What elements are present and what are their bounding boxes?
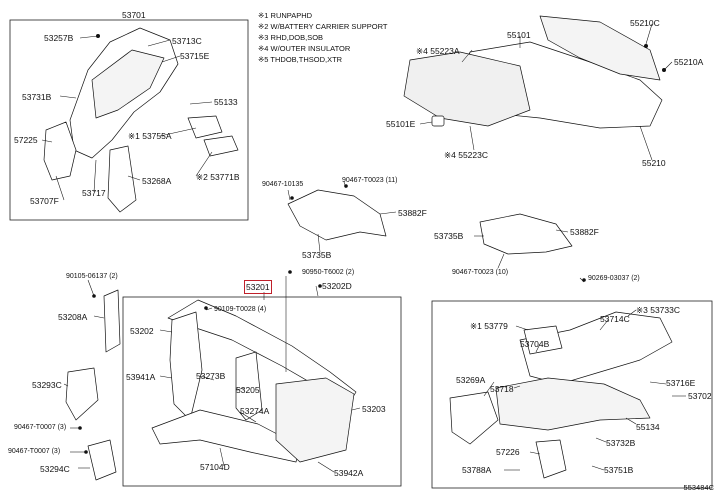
part-label-53732b[interactable]: 53732B <box>606 438 636 448</box>
part-label-55210[interactable]: 55210 <box>642 158 666 168</box>
part-label-53788a[interactable]: 53788A <box>462 465 492 475</box>
part-label-53715e[interactable]: 53715E <box>180 51 210 61</box>
part-label-55210c[interactable]: 55210C <box>630 18 660 28</box>
frame-top-left <box>9 19 249 221</box>
part-label-53882f[interactable]: 53882F <box>570 227 599 237</box>
part-label-57225[interactable]: 57225 <box>14 135 38 145</box>
part-label-90467-10135[interactable]: 90467-10135 <box>262 181 304 188</box>
apron-bracket <box>187 115 223 139</box>
part-label-53771b[interactable]: ※2 53771B <box>196 172 240 182</box>
part-label-53257b[interactable]: 53257B <box>44 33 74 43</box>
dash-grommet <box>431 115 445 127</box>
part-label-90105-06137[interactable]: 90105-06137 (2) <box>66 273 118 280</box>
part-label-90269-03037[interactable]: 90269-03037 (2) <box>588 275 640 282</box>
part-label-57226[interactable]: 57226 <box>496 447 520 457</box>
part-label-90467-t0023-11[interactable]: 90467-T0023 (11) <box>342 177 398 184</box>
note-2: ※2 W/BATTERY CARRIER SUPPORT <box>258 22 388 31</box>
bracket-53208a <box>103 289 121 353</box>
splash-shield-lower <box>479 213 573 255</box>
part-label-53201-highlighted[interactable]: 53201 <box>244 280 272 294</box>
part-label-90950-t6002[interactable]: 90950-T6002 (2) <box>302 269 355 276</box>
part-label-53269a[interactable]: 53269A <box>456 375 486 385</box>
part-label-53208a[interactable]: 53208A <box>58 312 88 322</box>
apron-right-extension <box>449 391 499 445</box>
part-label-53716e[interactable]: 53716E <box>666 378 696 388</box>
note-4: ※4 W/OUTER INSULATOR <box>258 44 351 53</box>
clip <box>290 196 294 200</box>
part-label-53273b[interactable]: 53273B <box>196 371 226 381</box>
apron-right-lower <box>495 377 651 431</box>
part-label-53268a[interactable]: 53268A <box>142 176 172 186</box>
apron-right-member <box>523 325 563 355</box>
apron-right-brace <box>535 439 567 479</box>
note-1: ※1 RUNPAPHD <box>258 11 313 20</box>
part-label-53274a[interactable]: 53274A <box>240 406 270 416</box>
part-label-55223a[interactable]: ※4 55223A <box>416 46 460 56</box>
bolt <box>644 44 648 48</box>
part-label-90467-t0023-10[interactable]: 90467-T0023 (10) <box>452 269 509 276</box>
part-label-90467-t0007-a[interactable]: 90467-T0007 (3) <box>14 424 67 431</box>
part-label-53941a[interactable]: 53941A <box>126 372 156 382</box>
part-label-53714c[interactable]: 53714C <box>600 314 630 324</box>
apron-lower-brace <box>107 145 137 213</box>
part-label-90467-t0007-b[interactable]: 90467-T0007 (3) <box>8 448 61 455</box>
part-label-53205[interactable]: 53205 <box>236 385 260 395</box>
clip <box>318 284 322 288</box>
part-label-53751b[interactable]: 53751B <box>604 465 634 475</box>
battery-carrier-support <box>203 135 239 157</box>
splash-shield-upper <box>287 189 387 241</box>
clip <box>288 270 292 274</box>
radiator-support-side <box>169 311 203 421</box>
part-label-53704b[interactable]: 53704B <box>520 339 550 349</box>
apron-front-extension <box>43 121 77 181</box>
part-label-53718[interactable]: 53718 <box>490 384 514 394</box>
dash-panel-upper <box>539 15 661 81</box>
clip <box>204 306 208 310</box>
frame-bottom-right <box>431 300 713 489</box>
part-label-53779[interactable]: ※1 53779 <box>470 321 508 331</box>
dash-outer-insulator <box>403 51 531 127</box>
hood-lock-brace <box>235 351 263 421</box>
radiator-support-lower <box>151 409 301 463</box>
part-label-55101[interactable]: 55101 <box>507 30 531 40</box>
part-label-53735b-upper[interactable]: 53735B <box>302 250 332 260</box>
part-label-53203[interactable]: 53203 <box>362 404 386 414</box>
part-label-53702[interactable]: 53702 <box>688 391 712 401</box>
part-label-53755a[interactable]: ※1 53755A <box>128 131 172 141</box>
note-5: ※5 THDOB,THSOD,XTR <box>258 55 343 64</box>
part-label-53882f-upper[interactable]: 53882F <box>398 208 427 218</box>
headlamp-bracket <box>275 377 355 463</box>
apron-inner-panel <box>91 49 165 119</box>
part-label-53701[interactable]: 53701 <box>122 10 146 20</box>
part-label-55223c[interactable]: ※4 55223C <box>444 150 488 160</box>
bracket-53294c <box>87 439 117 481</box>
part-label-53202[interactable]: 53202 <box>130 326 154 336</box>
part-label-53942a[interactable]: 53942A <box>334 468 364 478</box>
part-label-55133[interactable]: 55133 <box>214 97 238 107</box>
part-label-57104d[interactable]: 57104D <box>200 462 230 472</box>
diagram-reference-code: 553484C <box>683 483 714 492</box>
part-label-90109-t0028[interactable]: 90109-T0028 (4) <box>214 306 267 313</box>
frame-bottom-center <box>122 296 402 487</box>
part-label-53293c[interactable]: 53293C <box>32 380 62 390</box>
note-3: ※3 RHD,DOB,SOB <box>258 33 324 42</box>
clip <box>582 278 586 282</box>
notes-legend: ※1 RUNPAPHD ※2 W/BATTERY CARRIER SUPPORT… <box>258 10 388 65</box>
part-label-53707f[interactable]: 53707F <box>30 196 59 206</box>
part-label-53717[interactable]: 53717 <box>82 188 106 198</box>
part-label-55210a[interactable]: 55210A <box>674 57 704 67</box>
part-label-53202d[interactable]: 53202D <box>322 281 352 291</box>
part-label-53733c[interactable]: ※3 53733C <box>636 305 680 315</box>
part-label-53294c[interactable]: 53294C <box>40 464 70 474</box>
bracket-53293c <box>65 367 99 421</box>
part-label-53731b[interactable]: 53731B <box>22 92 52 102</box>
part-label-53713c[interactable]: 53713C <box>172 36 202 46</box>
part-label-55101e[interactable]: 55101E <box>386 119 416 129</box>
part-label-55134[interactable]: 55134 <box>636 422 660 432</box>
part-label-53735b[interactable]: 53735B <box>434 231 464 241</box>
